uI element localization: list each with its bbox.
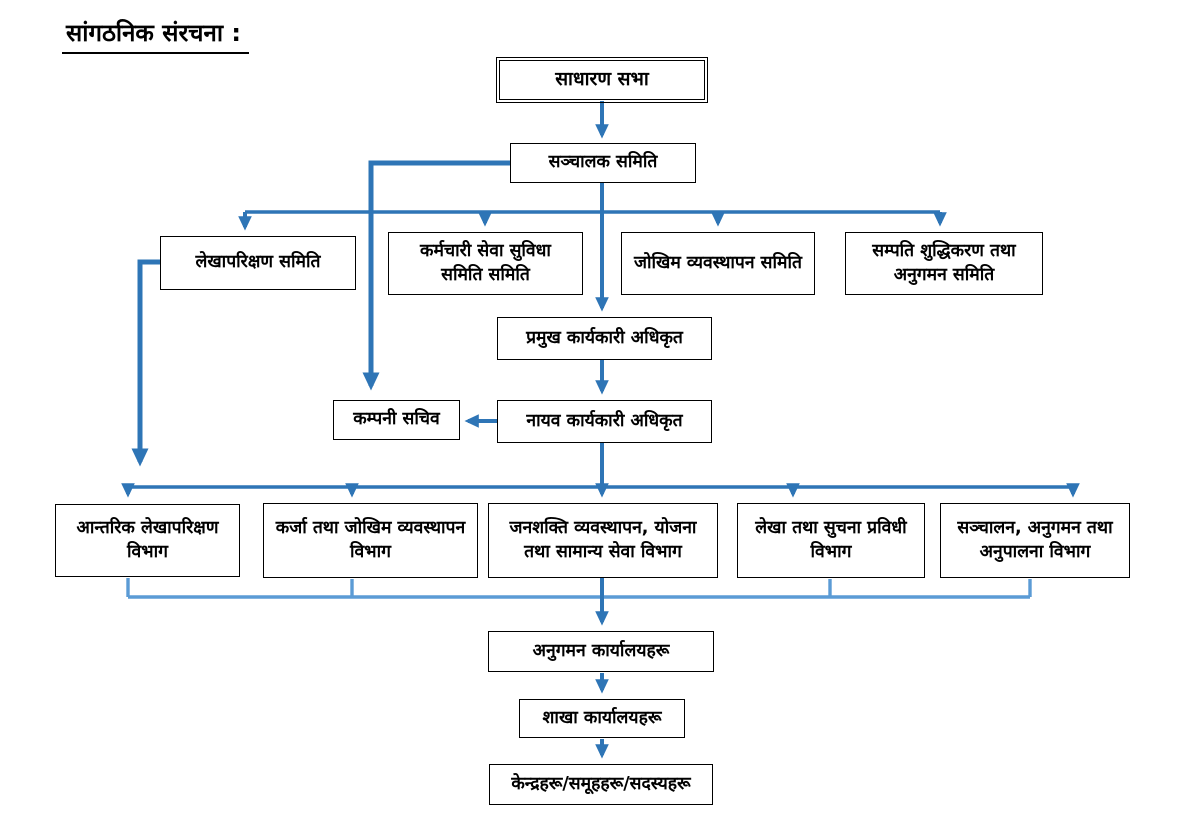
node-accounts-it-dept: लेखा तथा सुचना प्रविधी विभाग — [737, 503, 925, 578]
node-general-assembly: साधारण सभा — [495, 56, 709, 104]
node-deputy-ceo: नायव कार्यकारी अधिकृत — [497, 400, 712, 443]
node-hr-planning-dept: जनशक्ति व्यवस्थापन, योजना तथा सामान्य से… — [488, 503, 718, 578]
node-audit-committee: लेखापरिक्षण समिति — [160, 236, 356, 290]
node-loan-risk-dept: कर्जा तथा जोखिम व्यवस्थापन विभाग — [263, 503, 478, 578]
arrow-audit-to-internal-dept — [131, 259, 160, 467]
node-operations-dept: सञ्चालन, अनुगमन तथा अनुपालना विभाग — [940, 503, 1130, 578]
node-branch-offices: शाखा कार्यालयहरू — [519, 699, 685, 738]
page-title: सांगठनिक संरचना : — [62, 16, 249, 54]
node-board: सञ्चालक समिति — [510, 143, 696, 183]
node-centers-groups-members: केन्द्रहरू/समूहहरू/सदस्यहरू — [489, 764, 713, 805]
arrow-board-to-secretary — [362, 160, 511, 391]
node-monitoring-offices: अनुगमन कार्यालयहरू — [488, 631, 714, 672]
node-staff-committee: कर्मचारी सेवा सुविधा समिति समिति — [388, 232, 583, 295]
node-ceo: प्रमुख कार्यकारी अधिकृत — [497, 317, 712, 360]
node-risk-committee: जोखिम व्यवस्थापन समिति — [621, 232, 815, 295]
node-aml-committee: सम्पति शुद्धिकरण तथा अनुगमन समिति — [845, 232, 1043, 295]
node-internal-audit-dept: आन्तरिक लेखापरिक्षण विभाग — [55, 504, 240, 577]
node-company-secretary: कम्पनी सचिव — [333, 400, 460, 440]
